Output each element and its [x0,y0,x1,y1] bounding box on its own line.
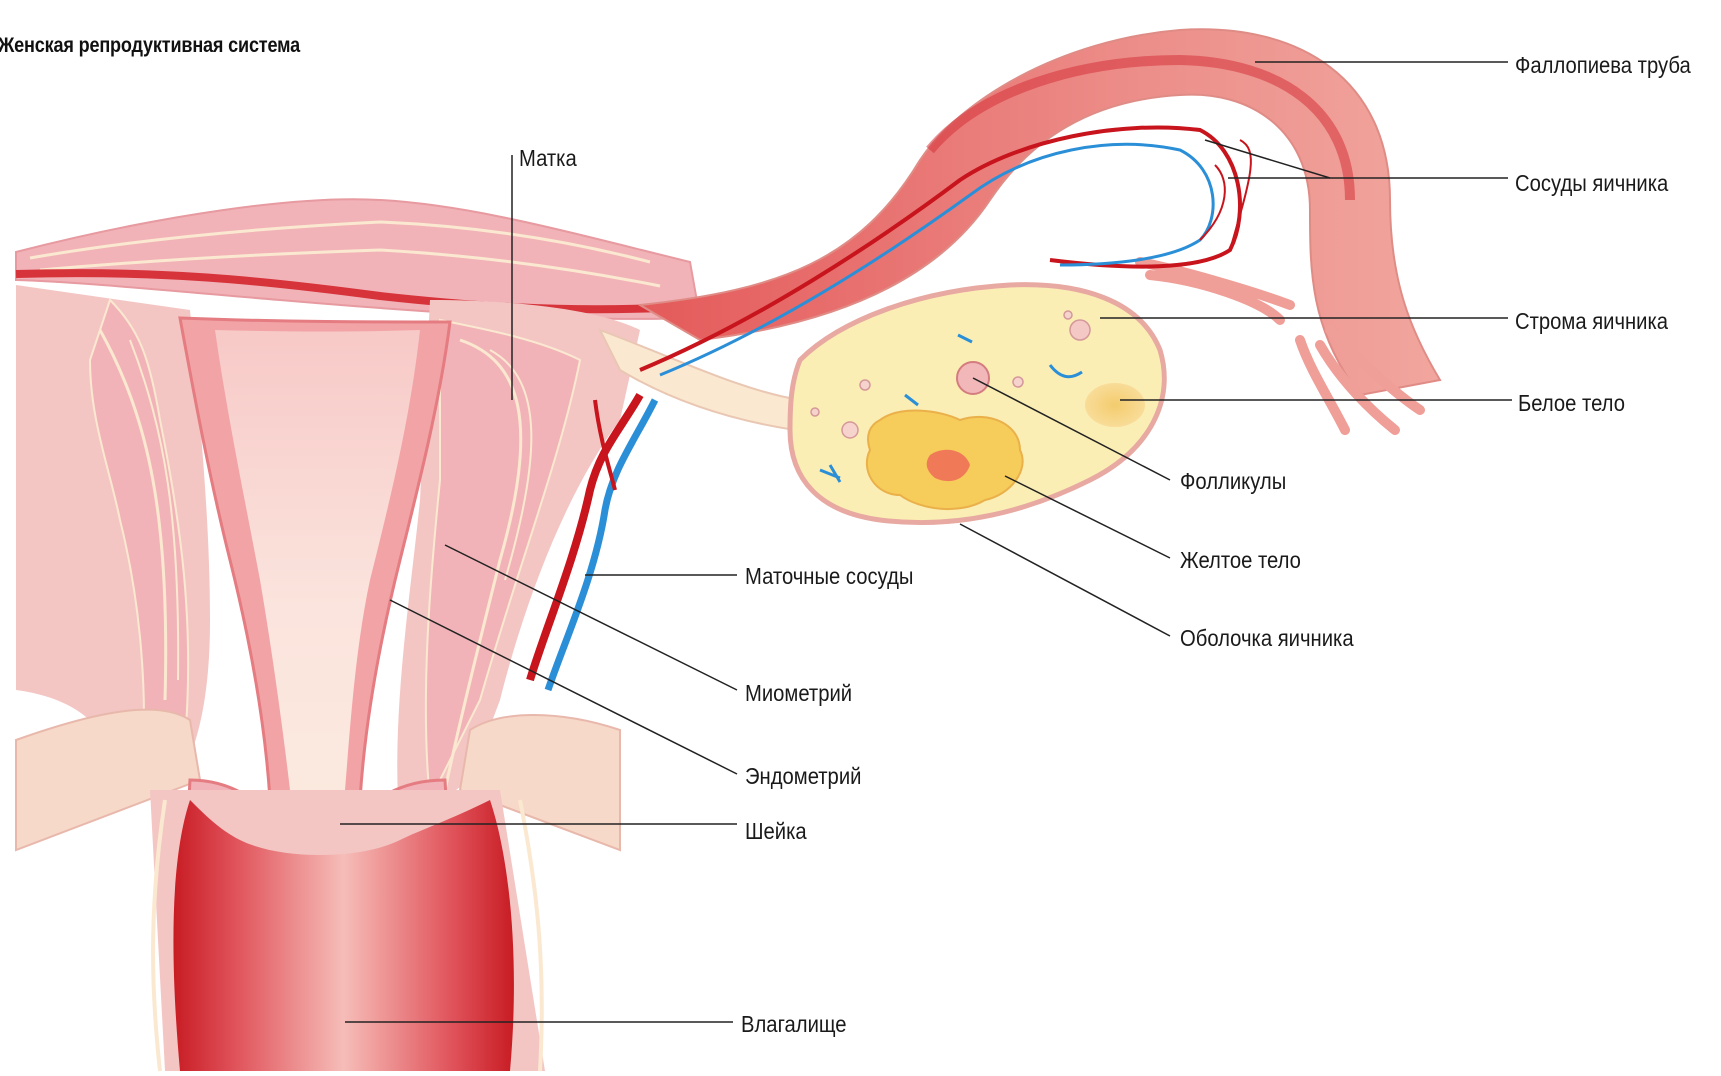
label-myometrium: Миометрий [745,680,852,707]
label-ovary-vessels: Сосуды яичника [1515,170,1668,197]
label-follicles: Фолликулы [1180,468,1286,495]
label-uterine-vessels: Маточные сосуды [745,563,913,590]
white-body-shape [1085,383,1145,427]
label-ovary-shell: Оболочка яичника [1180,625,1354,652]
label-white-body: Белое тело [1518,390,1625,417]
label-ovary-stroma: Строма яичника [1515,308,1668,335]
leader-ovary-shell [960,524,1170,636]
label-yellow-body: Желтое тело [1180,547,1301,574]
diagram-title: Женская репродуктивная система [0,34,300,58]
label-vagina: Влагалище [741,1011,847,1038]
label-cervix: Шейка [745,818,807,845]
leader-yellow-body [1005,476,1170,558]
label-uterus: Матка [519,145,577,172]
vagina [150,790,545,1071]
label-fallopian-tube: Фаллопиева труба [1515,52,1691,79]
ovary [790,285,1164,523]
label-endometrium: Эндометрий [745,763,861,790]
